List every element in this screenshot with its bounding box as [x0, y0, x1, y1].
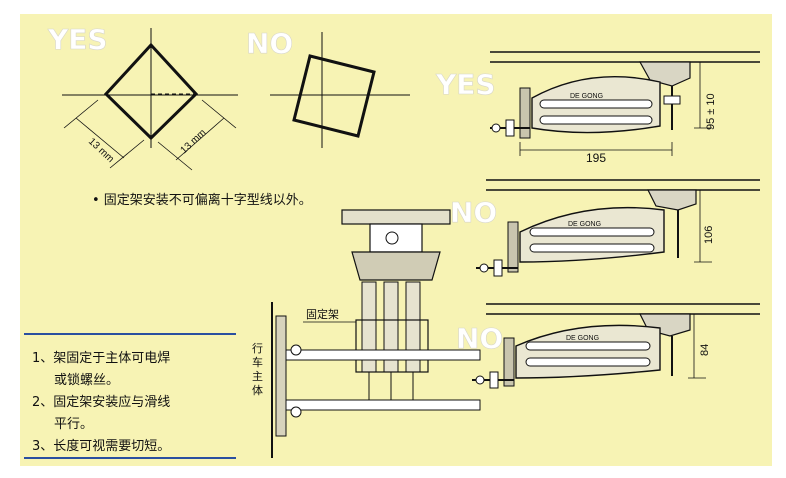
panel1-dim-vertical: 95 ± 10 [705, 93, 717, 130]
vehicle-body-label-char: 主 [252, 370, 263, 383]
yes-alignment-figure: YES 13 mm 13 mm [47, 23, 238, 171]
yes-mark-top: YES [47, 23, 108, 56]
collector-panel-no-2: NO DE GONG 84 [456, 303, 760, 389]
note-line-1: 1、架固定于主体可电焊 [32, 350, 170, 366]
panel2-mark: NO [450, 196, 497, 229]
bracket-assembly: 固定架 [271, 209, 481, 458]
bracket-label: 固定架 [306, 307, 339, 321]
panel1-mark: YES [435, 68, 496, 101]
panel1-brand: DE GONG [570, 93, 603, 100]
panel3-brand: DE GONG [566, 335, 599, 342]
note-line-4: 平行。 [54, 417, 93, 432]
panel2-dim-vertical: 106 [703, 226, 715, 244]
dim-13-right: 13 mm [179, 127, 209, 156]
note-line-5: 3、长度可视需要切短。 [32, 438, 170, 454]
note-line-3: 2、固定架安装应与滑线 [32, 394, 170, 410]
dim-13-left: 13 mm [86, 136, 116, 165]
alignment-note: • 固定架安装不可偏离十字型线以外。 [92, 192, 312, 208]
no-alignment-figure: NO [246, 27, 410, 148]
collector-panel-no-1: NO DE GONG 106 [450, 179, 760, 277]
notes-box: 1、架固定于主体可电焊 或锁螺丝。 2、固定架安装应与滑线 平行。 3、长度可视… [24, 333, 236, 459]
panel3-dim-vertical: 84 [699, 344, 711, 356]
collector-panel-yes: YES DE GONG 95 ± 10 195 [435, 51, 760, 165]
vehicle-body-label-char: 体 [252, 383, 263, 397]
vehicle-body-label: 行 车 主 体 [252, 342, 263, 397]
panel2-brand: DE GONG [568, 221, 601, 228]
note-line-2: 或锁螺丝。 [54, 372, 119, 388]
vehicle-body-label-char: 行 [252, 342, 263, 355]
vehicle-body-label-char: 车 [252, 355, 263, 369]
panel1-dim-horizontal: 195 [586, 151, 606, 165]
no-mark-top: NO [246, 27, 293, 60]
